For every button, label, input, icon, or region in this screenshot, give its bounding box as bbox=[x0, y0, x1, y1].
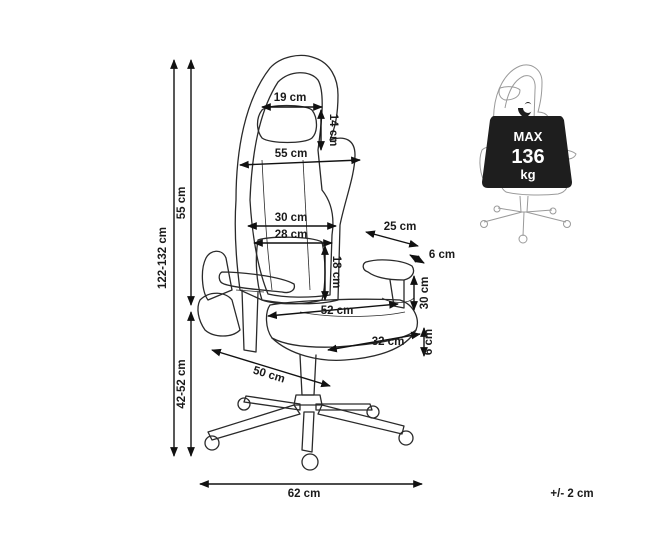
dimension-labels: 122-132 cm 55 cm 42-52 cm 62 cm 19 cm 14… bbox=[157, 92, 594, 500]
seat-width-label: 52 cm bbox=[321, 305, 354, 317]
backrest-mid-width-label: 30 cm bbox=[275, 212, 308, 224]
backrest-low-width-label: 28 cm bbox=[275, 229, 308, 241]
armrest-length-label: 25 cm bbox=[384, 221, 417, 233]
seat-height-label: 42-52 cm bbox=[176, 359, 188, 408]
seat-thickness-label: 6 cm bbox=[423, 329, 435, 355]
weight-icon bbox=[482, 102, 572, 188]
backrest-height-label: 55 cm bbox=[176, 187, 188, 220]
chair-drawing bbox=[197, 54, 418, 471]
tolerance-label: +/- 2 cm bbox=[550, 488, 593, 500]
armrest-length-line bbox=[365, 230, 419, 248]
max-value: 136 bbox=[511, 146, 544, 168]
lumbar-height-label: 18 cm bbox=[330, 256, 342, 289]
backrest-top-width-label: 55 cm bbox=[275, 148, 308, 160]
max-unit: kg bbox=[520, 167, 535, 182]
armrest-width-line bbox=[409, 254, 425, 264]
headrest-height-label: 14 cm bbox=[327, 114, 339, 147]
seat-width-line bbox=[267, 300, 399, 320]
max-load-badge: MAX 136 kg bbox=[482, 102, 572, 188]
total-height-label: 122-132 cm bbox=[157, 227, 169, 289]
dimension-lines bbox=[170, 59, 428, 488]
max-label: MAX bbox=[514, 129, 543, 144]
seat-depth-line bbox=[327, 331, 421, 353]
backrest-top-width-line bbox=[239, 156, 361, 169]
seat-overall-depth-line bbox=[211, 348, 331, 388]
armrest-width-label: 6 cm bbox=[429, 249, 455, 261]
base-width-label: 62 cm bbox=[288, 488, 321, 500]
seat-depth-label: 32 cm bbox=[372, 336, 405, 348]
armrest-height-label: 30 cm bbox=[419, 277, 431, 310]
headrest-width-label: 19 cm bbox=[274, 92, 307, 104]
